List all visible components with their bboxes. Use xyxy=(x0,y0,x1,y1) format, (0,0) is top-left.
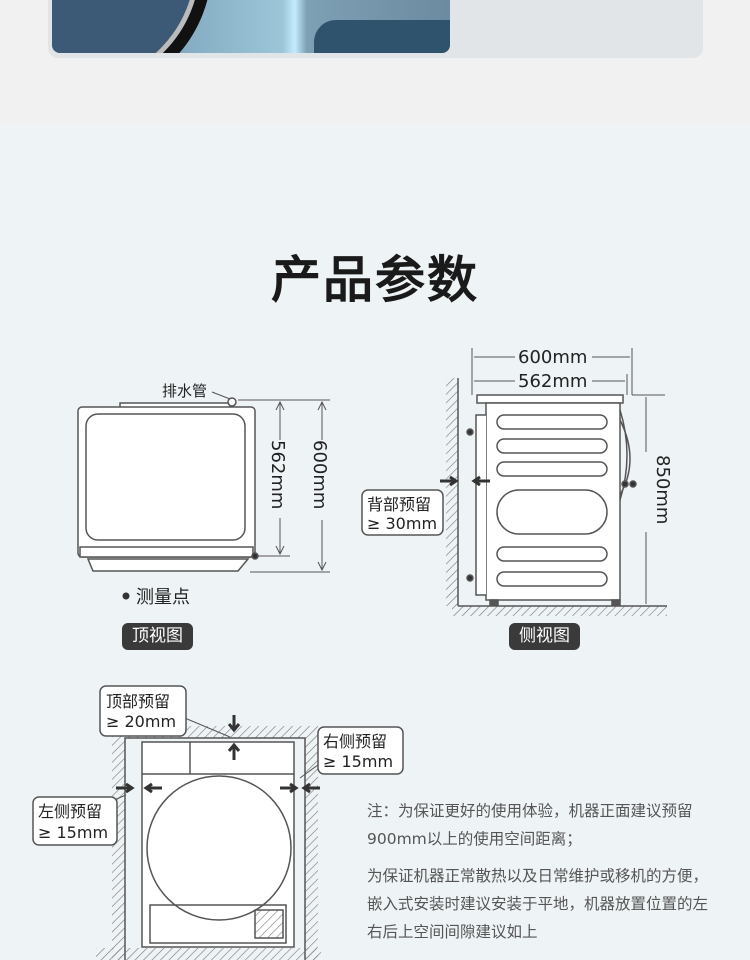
width-inner-label: 562mm xyxy=(518,371,587,392)
side-view-tag: 侧视图 xyxy=(509,623,580,650)
left-clearance-label: 左侧预留 xyxy=(38,802,102,821)
front-view-diagram: 顶部预留 ≥ 20mm 右侧预留 ≥ 15mm 左侧预留 ≥ 15mm xyxy=(32,685,404,960)
back-clearance-label: 背部预留 xyxy=(367,495,431,514)
right-clearance-label: 右侧预留 xyxy=(323,732,387,751)
note-front-space: 注：为保证更好的使用体验，机器正面建议预留900mm以上的使用空间距离； xyxy=(367,802,693,848)
page-title: 产品参数 xyxy=(271,251,479,309)
top-view-tag: 顶视图 xyxy=(122,623,193,650)
measure-point-icon xyxy=(122,592,130,600)
top-clearance-value: ≥ 20mm xyxy=(106,712,176,731)
top-view-diagram: 排水管 562mm 600mm 测量点 xyxy=(77,382,332,608)
depth-outer-label: 600mm xyxy=(309,440,330,509)
side-view-diagram: 600mm 562mm 850mm 背部预留 ≥ 30mm xyxy=(361,347,673,616)
right-clearance-value: ≥ 15mm xyxy=(323,752,393,771)
drain-pipe-label: 排水管 xyxy=(162,382,207,400)
back-clearance-value: ≥ 30mm xyxy=(367,514,437,533)
previous-section xyxy=(0,0,750,125)
depth-inner-label: 562mm xyxy=(267,440,288,509)
height-label: 850mm xyxy=(652,455,673,524)
note-clearance: 为保证机器正常散热以及日常维护或移机的方便，嵌入式安装时建议安装于平地，机器放置… xyxy=(367,867,709,941)
measure-point-label: 测量点 xyxy=(136,587,190,608)
width-outer-label: 600mm xyxy=(518,347,587,368)
back-clearance-box xyxy=(361,489,444,536)
top-clearance-label: 顶部预留 xyxy=(106,692,170,711)
left-clearance-value: ≥ 15mm xyxy=(38,823,108,842)
product-photo xyxy=(52,0,450,53)
